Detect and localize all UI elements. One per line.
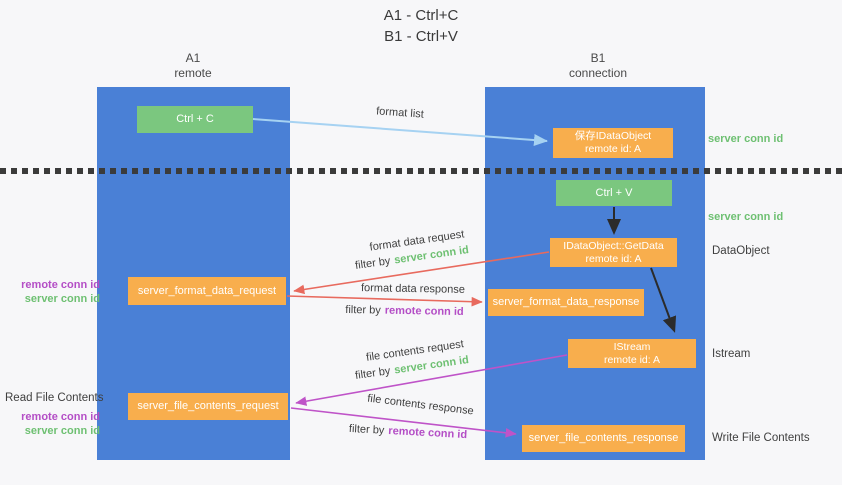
diagram-title: A1 - Ctrl+C B1 - Ctrl+V: [0, 5, 842, 47]
node-server-format-data-request: server_format_data_request: [128, 277, 286, 305]
label-format-data-response: format data response: [333, 282, 493, 297]
title-line-b1: B1 - Ctrl+V: [384, 28, 458, 45]
filter-by-text: filter by: [345, 303, 381, 317]
label-format-list: format list: [340, 103, 461, 123]
node-server-file-contents-response-label: server_file_contents_response: [528, 432, 679, 444]
column-a1-role: remote: [174, 66, 212, 80]
label-server-conn-id-2: server conn id: [24, 425, 100, 437]
node-ctrl-v-label: Ctrl + V: [595, 186, 633, 199]
node-idataobject-getdata-line1: IDataObject::GetData: [563, 239, 664, 252]
node-idataobject-getdata: IDataObject::GetData remote id: A: [550, 238, 677, 267]
node-ctrl-v: Ctrl + V: [556, 180, 672, 206]
node-server-format-data-request-label: server_format_data_request: [137, 284, 277, 297]
node-server-file-contents-response: server_file_contents_response: [522, 425, 685, 452]
node-istream-line1: IStream: [613, 340, 651, 353]
node-ctrl-c: Ctrl + C: [137, 106, 253, 133]
filter-by-text: filter by: [354, 255, 392, 272]
column-header-a1: A1 remote: [133, 51, 253, 81]
arrow-format-data-response: [286, 295, 483, 307]
label-file-contents-response-text: file contents response: [366, 392, 475, 418]
node-istream: IStream remote id: A: [568, 339, 696, 368]
label-read-file-contents: Read File Contents: [5, 392, 104, 404]
column-header-b1: B1 connection: [538, 51, 658, 81]
label-server-conn-id-top: server conn id: [708, 133, 784, 145]
label-remote-conn-id-2: remote conn id: [21, 411, 100, 423]
label-remote-conn-id-1: remote conn id: [21, 279, 100, 291]
remote-conn-id-highlight: remote conn id: [384, 304, 464, 319]
column-b1-role: connection: [568, 66, 628, 80]
label-write-file-contents: Write File Contents: [712, 432, 810, 444]
node-server-file-contents-request: server_file_contents_request: [128, 393, 288, 420]
label-file-contents-response: file contents response: [338, 389, 503, 421]
node-save-idataobject-line1: 保存IDataObject: [574, 130, 652, 142]
column-b1-name: B1: [590, 51, 606, 65]
node-server-file-contents-request-label: server_file_contents_request: [137, 400, 279, 412]
column-a1-name: A1: [185, 51, 201, 65]
node-save-idataobject: 保存IDataObject remote id: A: [553, 128, 673, 158]
node-ctrl-c-label: Ctrl + C: [176, 113, 214, 125]
node-server-format-data-response: server_format_data_response: [488, 289, 644, 316]
node-idataobject-getdata-line2: remote id: A: [585, 252, 642, 265]
node-server-format-data-response-label: server_format_data_response: [492, 296, 640, 308]
label-istream: Istream: [712, 348, 751, 360]
label-server-conn-id-1: server conn id: [24, 293, 100, 305]
label-format-data-response-text: format data response: [360, 282, 466, 296]
label-dataobject: DataObject: [712, 245, 770, 257]
node-istream-line2: remote id: A: [603, 353, 661, 366]
label-format-list-text: format list: [375, 105, 425, 121]
label-server-conn-id-mid: server conn id: [708, 211, 784, 223]
filter-by-text: filter by: [354, 365, 392, 382]
remote-conn-id-highlight: remote conn id: [388, 424, 468, 442]
conn-id-pair-file: remote conn id server conn id: [0, 410, 100, 438]
title-line-a1: A1 - Ctrl+C: [383, 7, 459, 24]
node-save-idataobject-line2: remote id: A: [584, 143, 642, 155]
conn-id-pair-format: remote conn id server conn id: [0, 278, 100, 306]
filter-by-text: filter by: [348, 422, 385, 437]
phase-divider-dotted-line: [0, 168, 842, 174]
